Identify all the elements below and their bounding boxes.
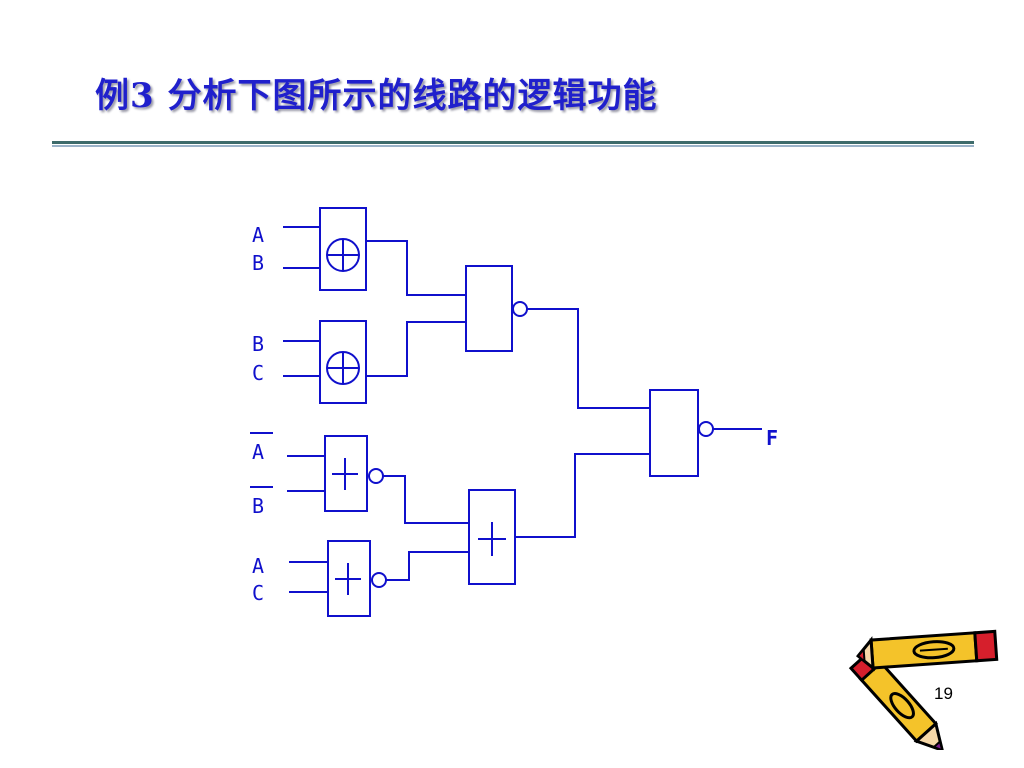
title-divider bbox=[52, 141, 974, 144]
slide-title: 例3 分析下图所示的线路的逻辑功能 bbox=[95, 76, 658, 116]
nor-gate-2 bbox=[327, 540, 371, 617]
nand-gate-1 bbox=[465, 265, 513, 352]
title-divider-shadow bbox=[52, 145, 974, 147]
wire-or-to-nand2 bbox=[515, 453, 650, 538]
wire-nor2-to-or bbox=[386, 551, 469, 581]
xor-gate-1-symbol bbox=[326, 238, 360, 272]
nand-gate-2 bbox=[649, 389, 699, 477]
output-label-f: F bbox=[766, 426, 778, 450]
pencils-icon bbox=[848, 629, 999, 750]
xor-gate-2 bbox=[319, 320, 367, 404]
nand-gate-1-bubble bbox=[512, 301, 528, 317]
input-label-xor1-a: A bbox=[252, 223, 264, 247]
input-label-xor2-b: C bbox=[252, 361, 264, 385]
input-label-xor2-a: B bbox=[252, 332, 264, 356]
wire-xor2-to-nand1 bbox=[366, 321, 466, 377]
wire-xor1-to-nand1 bbox=[366, 240, 466, 296]
nand-gate-2-bubble bbox=[698, 421, 714, 437]
input-label-nor2-b: C bbox=[252, 581, 264, 605]
nor-gate-1-bubble bbox=[368, 468, 384, 484]
nor-gate-2-bubble bbox=[371, 572, 387, 588]
xor-gate-1 bbox=[319, 207, 367, 291]
input-label-nor2-a: A bbox=[252, 554, 264, 578]
nor-gate-1 bbox=[324, 435, 368, 512]
page-number: 19 bbox=[934, 684, 953, 703]
xor-gate-2-symbol bbox=[326, 351, 360, 385]
input-label-xor1-b: B bbox=[252, 251, 264, 275]
input-label-nor1-a: A bbox=[252, 440, 264, 464]
wire-nand1-to-nand2 bbox=[527, 308, 650, 409]
wire-nor1-to-or bbox=[383, 475, 469, 524]
input-label-nor1-b: B bbox=[252, 494, 264, 518]
